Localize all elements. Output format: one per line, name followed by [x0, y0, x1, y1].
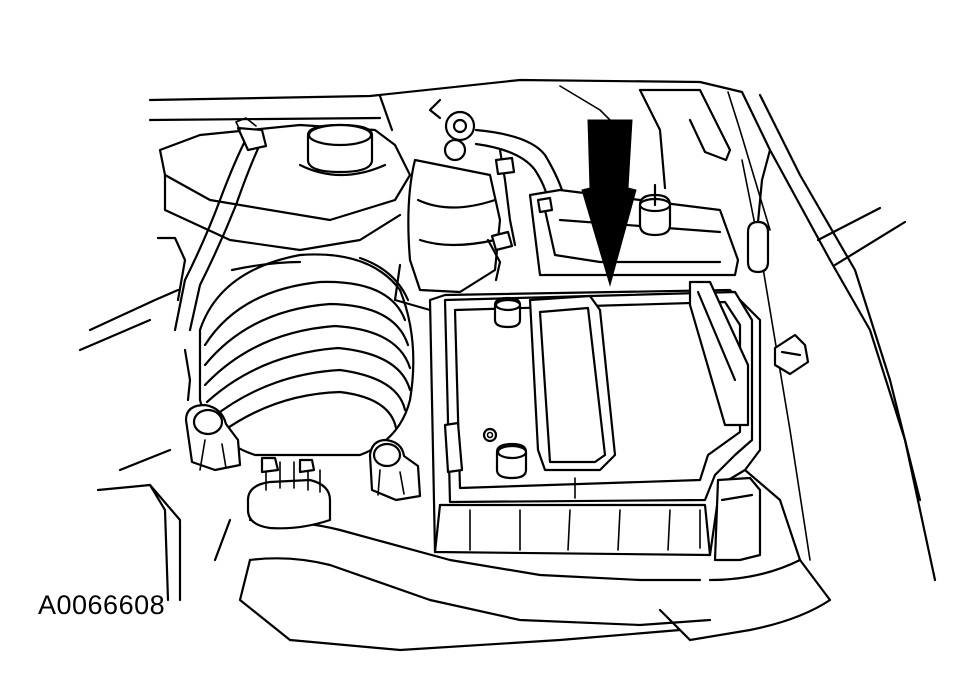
lower-right-fender [658, 558, 832, 642]
bracket-bolt [746, 148, 772, 274]
retainer-clip [773, 333, 810, 376]
figure-id-label: A0066608 [38, 590, 166, 620]
air-intake-hose [198, 253, 415, 457]
hose-clamp-left [184, 403, 242, 472]
fuse-box [528, 183, 740, 277]
coolant-reservoir [158, 123, 412, 252]
battery [428, 280, 802, 562]
hose-clamp-right [368, 438, 422, 502]
left-structure [78, 236, 192, 602]
hose-upper-left [173, 117, 268, 332]
down-arrow-icon [581, 119, 637, 287]
center-component-and-cables [393, 98, 567, 312]
hood-and-fender-outline [148, 78, 937, 582]
lower-air-tube [213, 456, 712, 652]
